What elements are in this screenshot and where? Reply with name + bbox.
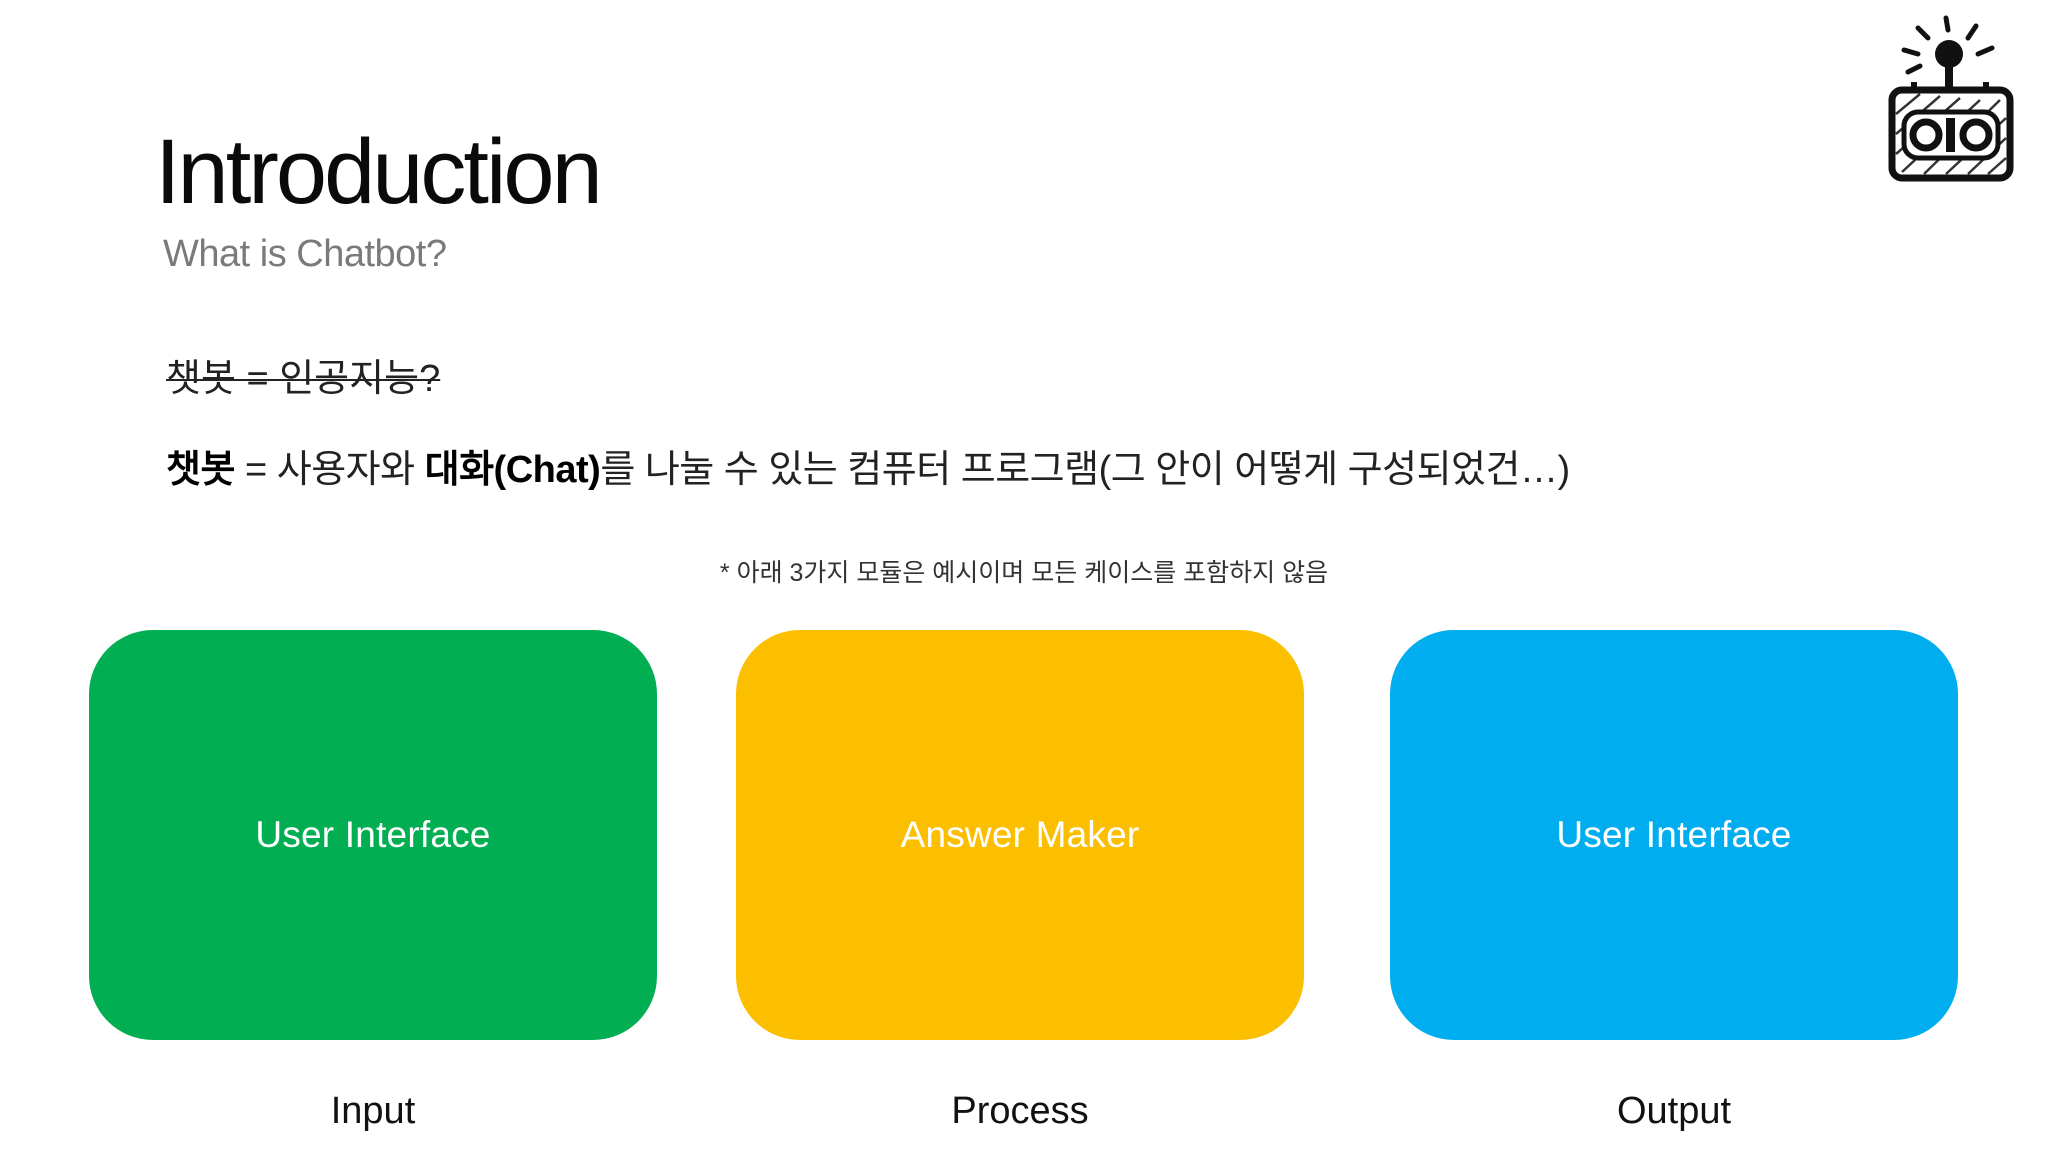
definition-text-1: = 사용자와 — [234, 449, 425, 491]
output-caption: Output — [1616, 1090, 1732, 1132]
struck-statement: 챗봇 = 인공지능? — [166, 358, 441, 400]
input-caption: Input — [330, 1090, 416, 1132]
process-module-box: Answer Maker — [736, 630, 1304, 1040]
chatbot-definition: 챗봇 = 사용자와 대화(Chat)를 나눌 수 있는 컴퓨터 프로그램(그 안… — [166, 446, 1570, 494]
definition-text-2: 를 나눌 수 있는 컴퓨터 프로그램(그 안이 어떻게 구성되었건…) — [600, 449, 1570, 491]
input-module-box: User Interface — [89, 630, 657, 1040]
page-subtitle: What is Chatbot? — [163, 233, 447, 275]
process-caption: Process — [951, 1090, 1089, 1132]
output-module-box: User Interface — [1390, 630, 1958, 1040]
robot-lightbulb-logo-icon — [1882, 14, 2022, 186]
module-label: User Interface — [255, 814, 491, 855]
module-label: Answer Maker — [900, 814, 1140, 855]
definition-emphasis: 대화(Chat) — [424, 449, 601, 491]
page-title: Introduction — [155, 121, 603, 223]
definition-term: 챗봇 — [166, 449, 235, 491]
module-note: * 아래 3가지 모듈은 예시이며 모든 케이스를 포함하지 않음 — [719, 559, 1329, 587]
module-label: User Interface — [1556, 814, 1792, 855]
